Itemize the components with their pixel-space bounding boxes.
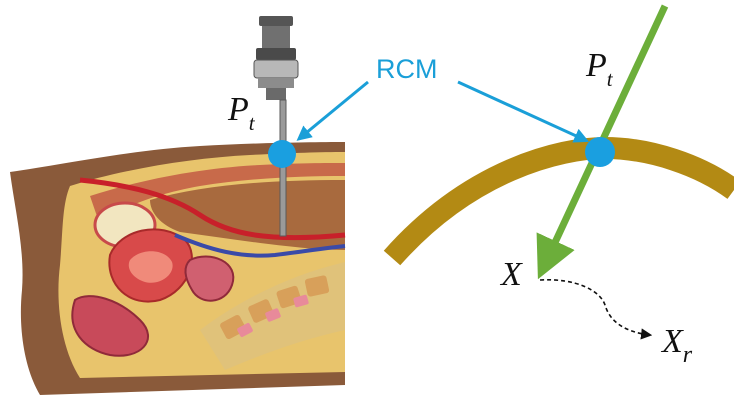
rcm-callout-right [458,82,585,140]
rcm-point-right [585,137,615,167]
body-wall-arc [392,148,734,258]
xr-label: Xr [660,323,693,368]
pt-label-left: Pt [227,91,256,135]
pt-label-right-base: P [585,47,607,84]
rcm-callout-left [300,82,368,138]
x-label: X [499,256,523,293]
pt-label-left-base: P [227,91,249,128]
pt-label-left-sub: t [249,111,256,135]
target-motion-arrow [540,280,650,335]
pt-label-right: Pt [585,47,614,91]
instrument-axis-arrow [545,6,665,264]
rcm-label: RCM [376,54,438,84]
rcm-point-left [268,140,296,168]
xr-label-sub: r [683,342,693,368]
pt-label-right-sub: t [607,67,614,91]
abdominal-cross-section-illustration [10,142,345,395]
xr-label-base: X [660,323,684,360]
